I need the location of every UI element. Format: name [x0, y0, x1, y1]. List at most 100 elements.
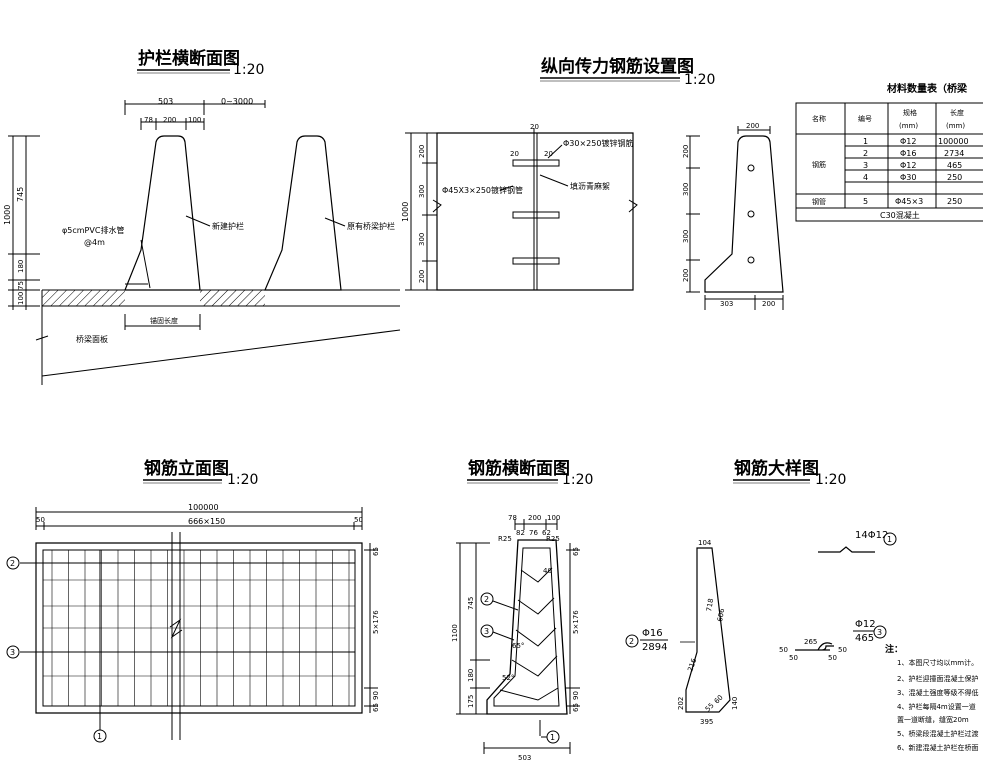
svg-text:104: 104: [698, 539, 712, 547]
svg-text:护栏横断面图: 护栏横断面图: [138, 48, 240, 69]
svg-text:3: 3: [484, 627, 489, 636]
svg-text:钢筋横断面图: 钢筋横断面图: [468, 458, 570, 479]
svg-text:40: 40: [543, 567, 552, 575]
svg-text:100000: 100000: [188, 503, 219, 512]
table-row: 4 Φ30 250: [863, 173, 962, 182]
svg-text:2: 2: [863, 149, 868, 158]
elevation-drawing: [20, 507, 378, 740]
svg-text:180: 180: [17, 260, 25, 273]
rebar-section-marks: 2 3 1: [481, 593, 559, 743]
svg-text:300: 300: [418, 233, 426, 246]
svg-text:1: 1: [887, 535, 892, 544]
svg-text:14Φ12: 14Φ12: [855, 530, 888, 541]
svg-text:50: 50: [828, 654, 837, 662]
svg-text:78: 78: [508, 514, 517, 522]
detail-labels: 14Φ12 1 2 Φ16 2894 104 718 606 216 202 3…: [626, 530, 896, 726]
svg-text:1:20: 1:20: [562, 472, 593, 488]
svg-text:2: 2: [629, 637, 634, 646]
svg-text:2: 2: [10, 559, 15, 568]
svg-text:395: 395: [700, 718, 713, 726]
svg-text:3: 3: [10, 648, 15, 657]
svg-text:65: 65: [372, 703, 380, 712]
svg-text:200: 200: [418, 145, 426, 158]
svg-text:100000: 100000: [938, 137, 969, 146]
svg-text:20: 20: [544, 150, 553, 158]
svg-text:1000: 1000: [401, 202, 410, 222]
title-cross-section: 护栏横断面图 1:20: [137, 48, 264, 78]
svg-text:78: 78: [144, 116, 153, 124]
svg-text:1100: 1100: [451, 624, 459, 642]
svg-text:材料数量表（桥梁: 材料数量表（桥梁: [887, 82, 968, 95]
svg-text:规格: 规格: [903, 108, 917, 117]
svg-text:745: 745: [467, 597, 475, 610]
svg-text:3: 3: [877, 628, 882, 637]
svg-text:5×176: 5×176: [572, 610, 580, 634]
svg-text:纵向传力钢筋设置图: 纵向传力钢筋设置图: [541, 56, 694, 77]
svg-text:200: 200: [682, 269, 690, 282]
svg-text:Φ12: Φ12: [900, 137, 916, 146]
svg-text:200: 200: [746, 122, 759, 130]
svg-text:250: 250: [947, 197, 962, 206]
svg-text:桥梁面板: 桥梁面板: [76, 334, 108, 344]
svg-text:钢筋立面图: 钢筋立面图: [144, 458, 229, 479]
svg-text:65: 65: [372, 547, 380, 556]
svg-text:1000: 1000: [3, 205, 12, 225]
svg-text:5、桥梁段混凝土护栏过渡: 5、桥梁段混凝土护栏过渡: [897, 729, 978, 738]
svg-text:175: 175: [467, 695, 475, 708]
svg-text:注：: 注：: [885, 643, 903, 655]
svg-text:200: 200: [163, 116, 176, 124]
table-row: 1 Φ12 100000: [863, 137, 969, 146]
svg-text:编号: 编号: [858, 114, 872, 123]
svg-text:置一道断缝，缝宽20m: 置一道断缝，缝宽20m: [897, 715, 969, 724]
svg-text:Φ16: Φ16: [642, 628, 663, 639]
svg-text:718: 718: [705, 598, 715, 613]
svg-text:1: 1: [863, 137, 868, 146]
svg-text:1:20: 1:20: [227, 472, 258, 488]
cross-section-drawing: [8, 100, 400, 385]
svg-text:52°: 52°: [502, 674, 514, 682]
svg-text:2、护栏迎撞面混凝土保护: 2、护栏迎撞面混凝土保护: [897, 674, 978, 683]
title-longitudinal: 纵向传力钢筋设置图 1:20: [540, 56, 715, 88]
svg-text:250: 250: [947, 173, 962, 182]
svg-text:钢筋大样图: 钢筋大样图: [734, 458, 819, 479]
svg-text:100: 100: [17, 292, 25, 305]
svg-text:300: 300: [682, 230, 690, 243]
svg-text:606: 606: [716, 607, 726, 622]
svg-text:4: 4: [863, 173, 868, 182]
svg-text:1: 1: [97, 732, 102, 741]
elevation-labels: 100000 50 666×150 50 65 5×176 90 65: [36, 503, 380, 712]
svg-text:20: 20: [530, 123, 539, 131]
svg-text:1、本图尺寸均以mm计。: 1、本图尺寸均以mm计。: [897, 658, 978, 667]
svg-text:200: 200: [762, 300, 775, 308]
svg-text:180: 180: [467, 669, 475, 682]
svg-text:原有桥梁护栏: 原有桥梁护栏: [347, 221, 395, 231]
svg-text:钢筋: 钢筋: [812, 160, 826, 169]
svg-text:55: 55: [704, 701, 716, 713]
svg-text:20: 20: [510, 150, 519, 158]
svg-text:216: 216: [686, 657, 698, 673]
title-detail: 钢筋大样图 1:20: [733, 458, 846, 488]
svg-text:5×176: 5×176: [372, 610, 380, 634]
svg-text:Φ30: Φ30: [900, 173, 916, 182]
svg-text:4、护栏每隔4m设置一道: 4、护栏每隔4m设置一道: [897, 702, 976, 711]
svg-text:50: 50: [36, 516, 45, 524]
longitudinal-side-profile: [686, 126, 783, 310]
svg-text:465: 465: [947, 161, 962, 170]
svg-text:503: 503: [518, 754, 531, 762]
table-row: 5 Φ45×3 250: [863, 197, 962, 206]
svg-text:90: 90: [372, 691, 380, 700]
svg-text:1:20: 1:20: [233, 62, 264, 78]
longitudinal-labels: 20 1000 200 300 300 200 Φ30×250镀锌钢筋 Φ45X…: [401, 123, 633, 283]
svg-text:R25: R25: [498, 535, 512, 543]
svg-text:140: 140: [731, 697, 739, 710]
svg-text:200: 200: [418, 270, 426, 283]
svg-text:0~3000: 0~3000: [221, 97, 253, 106]
svg-text:5: 5: [863, 197, 868, 206]
svg-text:62: 62: [542, 529, 551, 537]
table-row: 3 Φ12 465: [863, 161, 962, 170]
longitudinal-drawing: [405, 128, 637, 290]
svg-text:3、混凝土强度等级不得低: 3、混凝土强度等级不得低: [897, 688, 978, 697]
svg-text:6、新建混凝土护栏在桥面: 6、新建混凝土护栏在桥面: [897, 743, 978, 752]
svg-text:@4m: @4m: [84, 238, 105, 247]
svg-text:2734: 2734: [944, 149, 964, 158]
